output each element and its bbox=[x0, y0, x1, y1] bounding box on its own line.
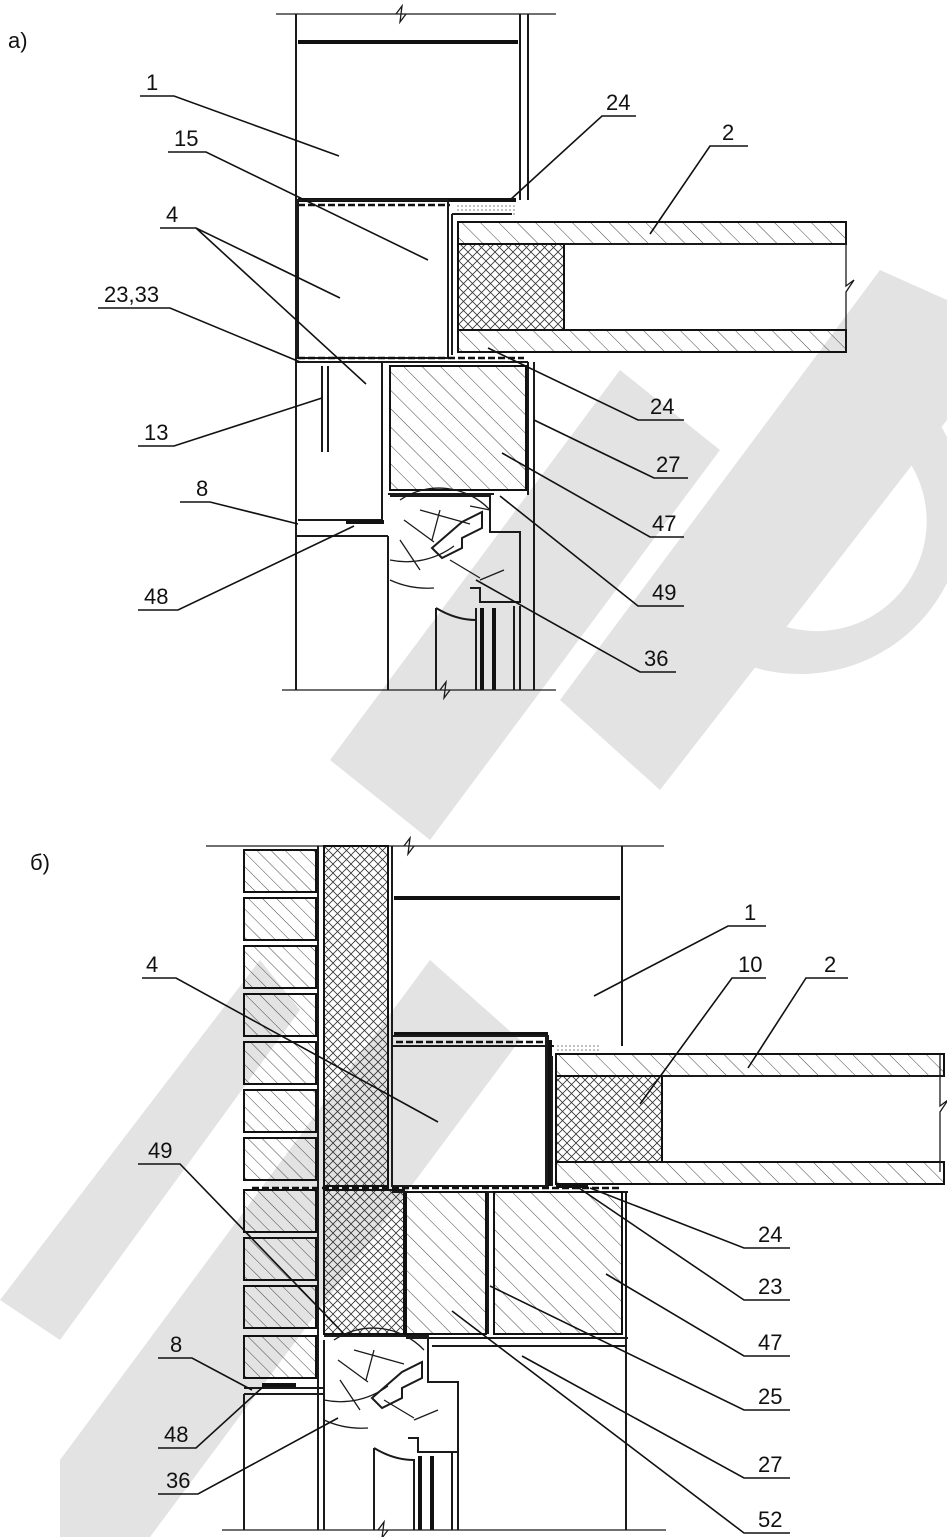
callout-label: 27 bbox=[656, 452, 680, 477]
panel-a bbox=[276, 3, 855, 701]
brick-cladding bbox=[243, 849, 317, 1379]
panel-a-title: а) bbox=[8, 28, 28, 53]
callout-label: 47 bbox=[758, 1330, 782, 1355]
callout-label: 24 bbox=[650, 394, 674, 419]
callout-label: 52 bbox=[758, 1507, 782, 1532]
callout-label: 4 bbox=[146, 952, 158, 977]
callout-label: 13 bbox=[144, 420, 168, 445]
panel-b-leaders bbox=[138, 925, 848, 1534]
callout-label: 10 bbox=[738, 952, 762, 977]
callout-label: 8 bbox=[196, 476, 208, 501]
callout-label: 8 bbox=[170, 1332, 182, 1357]
callout-label: 25 bbox=[758, 1384, 782, 1409]
callout-label: 48 bbox=[144, 584, 168, 609]
callout-label: 4 bbox=[166, 202, 178, 227]
callout-label: 23 bbox=[758, 1274, 782, 1299]
panel-b-labels: б) 1 10 2 4 49 8 48 36 24 23 47 25 27 52 bbox=[30, 850, 836, 1532]
callout-label: 49 bbox=[652, 580, 676, 605]
panel-b bbox=[206, 835, 947, 1537]
callout-label: 36 bbox=[166, 1468, 190, 1493]
callout-label: 15 bbox=[174, 126, 198, 151]
callout-label: 49 bbox=[148, 1138, 172, 1163]
callout-label: 2 bbox=[722, 120, 734, 145]
callout-label: 1 bbox=[744, 900, 756, 925]
callout-label: 48 bbox=[164, 1422, 188, 1447]
callout-label: 2 bbox=[824, 952, 836, 977]
callout-label: 23,33 bbox=[104, 282, 159, 307]
callout-label: 1 bbox=[146, 70, 158, 95]
panel-a-leaders bbox=[98, 95, 748, 673]
callout-label: 47 bbox=[652, 511, 676, 536]
callout-label: 24 bbox=[758, 1222, 782, 1247]
panel-b-title: б) bbox=[30, 850, 50, 875]
callout-label: 36 bbox=[644, 646, 668, 671]
callout-label: 27 bbox=[758, 1452, 782, 1477]
callout-label: 24 bbox=[606, 90, 630, 115]
panel-a-labels: а) 1 15 24 2 4 23,33 13 8 48 24 27 47 49… bbox=[8, 28, 734, 671]
